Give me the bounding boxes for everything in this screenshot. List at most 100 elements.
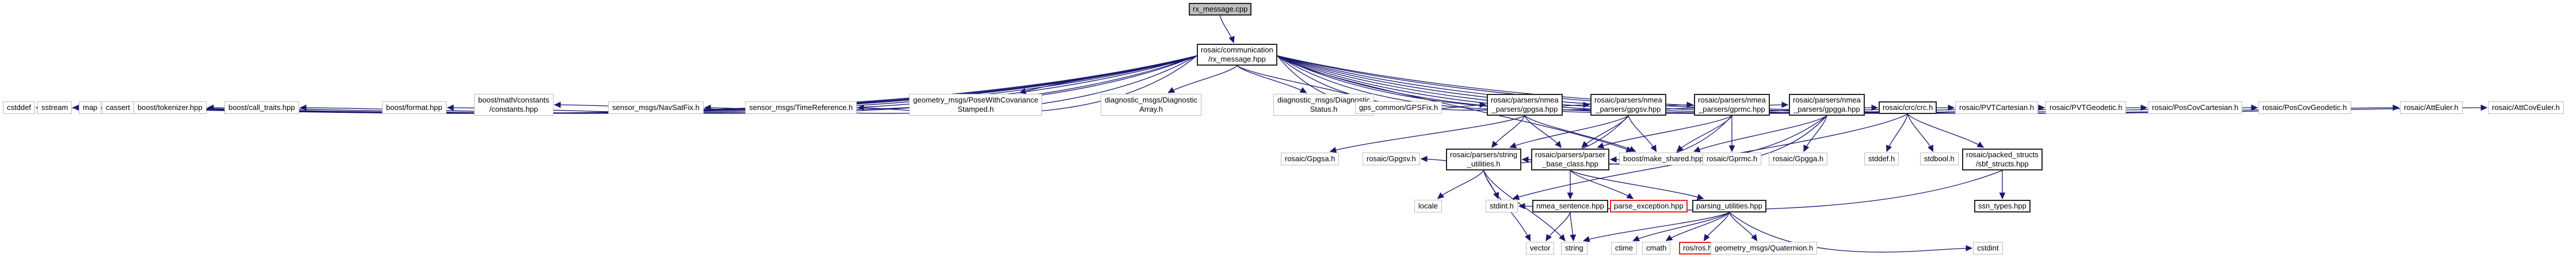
node-label-line: geometry_msgs/PoseWithCovariance (913, 96, 1039, 104)
node-label-line: rosaic/parsers/string (1450, 150, 1518, 159)
node-label-line: rosaic/Gpgga.h (1773, 154, 1824, 163)
graph-node-gpsfix[interactable]: gps_common/GPSFix.h (1355, 101, 1442, 114)
include-edge-rx_hpp-to-diag_status (1237, 65, 1307, 93)
node-label-line: cstddef (7, 103, 31, 112)
node-label-line: /constants.hpp (489, 104, 539, 113)
include-edge-parsing-to-rosros (1703, 212, 1730, 242)
node-label-line: rosaic/PosCovGeodetic.h (2262, 103, 2347, 112)
node-label-line: sensor_msgs/TimeReference.h (749, 103, 853, 112)
include-edge-parser_base-to-parse_exc (1570, 170, 1634, 199)
node-label-line: boost/call_traits.hpp (228, 103, 295, 112)
node-label-line: _parsers/gpgga.hpp (1793, 104, 1860, 113)
graph-node-stddef_h[interactable]: stddef.h (1864, 153, 1899, 165)
include-edge-gpgsv_p-to-string_util (1509, 115, 1629, 149)
graph-node-rosros[interactable]: ros/ros.h (1679, 242, 1716, 255)
graph-node-call_traits[interactable]: boost/call_traits.hpp (224, 101, 299, 114)
include-edge-crc-to-sbf (1907, 113, 1985, 148)
graph-node-gpgsv_p[interactable]: rosaic/parsers/nmea_parsers/gpgsv.hpp (1590, 94, 1666, 116)
node-label-line: cmath (1646, 244, 1667, 252)
graph-node-gpgsv_m[interactable]: rosaic/Gpgsv.h (1363, 153, 1420, 165)
graph-node-cmath[interactable]: cmath (1642, 242, 1671, 255)
graph-node-nmea[interactable]: nmea_sentence.hpp (1532, 200, 1608, 212)
node-label-line: nmea_sentence.hpp (1536, 202, 1604, 210)
include-edge-parsing-to-cstdint (1729, 212, 1973, 253)
graph-node-ssn[interactable]: ssn_types.hpp (1974, 200, 2031, 212)
include-edge-gpgga_p-to-make_shared (1693, 115, 1827, 153)
graph-node-parse_exc[interactable]: parse_exception.hpp (1610, 200, 1688, 212)
graph-node-sstream[interactable]: sstream (37, 101, 72, 114)
node-label-line: rosaic/communication (1201, 45, 1273, 54)
graph-node-rx_cpp[interactable]: rx_message.cpp (1189, 3, 1252, 16)
graph-node-atteuler[interactable]: rosaic/AttEuler.h (2400, 101, 2463, 114)
graph-node-gprmc_p[interactable]: rosaic/parsers/nmea_parsers/gprmc.hpp (1694, 94, 1770, 116)
node-label-line: boost/format.hpp (386, 103, 442, 112)
node-label-line: ros/ros.h (1683, 244, 1712, 252)
graph-node-gpgga_m[interactable]: rosaic/Gpgga.h (1769, 153, 1828, 165)
node-label-line: boost/math/constants (478, 96, 549, 104)
graph-node-map[interactable]: map (79, 101, 102, 114)
graph-node-parser_base[interactable]: rosaic/parsers/parser_base_class.hpp (1531, 149, 1610, 170)
graph-node-pvtcart[interactable]: rosaic/PVTCartesian.h (1955, 101, 2039, 114)
include-edge-nmea-to-vector (1545, 212, 1571, 242)
include-edge-gpgsv_p-to-parser_base (1581, 115, 1629, 148)
graph-node-crc[interactable]: rosaic/crc/crc.h (1879, 101, 1937, 114)
node-label-line: _parsers/gprmc.hpp (1699, 104, 1765, 113)
graph-node-navsatfix[interactable]: sensor_msgs/NavSatFix.h (608, 101, 704, 114)
graph-node-poscovcart[interactable]: rosaic/PosCovCartesian.h (2148, 101, 2243, 114)
graph-node-vector[interactable]: vector (1526, 242, 1555, 255)
node-label-line: geometry_msgs/Quaternion.h (1715, 244, 1814, 252)
node-label-line: rosaic/PVTGeodetic.h (2050, 103, 2123, 112)
graph-node-locale[interactable]: locale (1414, 200, 1442, 212)
graph-node-gprmc_m[interactable]: rosaic/Gprmc.h (1703, 153, 1762, 165)
graph-node-make_shared[interactable]: boost/make_shared.hpp (1619, 153, 1708, 165)
graph-node-cassert[interactable]: cassert (102, 101, 134, 114)
include-edge-rx_hpp-to-diag_array (1167, 65, 1238, 93)
graph-node-gpgga_p[interactable]: rosaic/parsers/nmea_parsers/gpgga.hpp (1789, 94, 1865, 116)
include-edge-rx_hpp-to-posecov (1019, 55, 1197, 94)
node-label-line: gps_common/GPSFix.h (1359, 103, 1438, 112)
node-label-line: string (1565, 244, 1583, 252)
node-label-line: rosaic/parsers/nmea (1698, 96, 1766, 104)
include-edge-gprmc_p-to-make_shared (1676, 115, 1732, 152)
include-edge-gpgga_p-to-gpgga_m (1803, 115, 1827, 153)
graph-node-attcoveuler[interactable]: rosaic/AttCovEuler.h (2488, 101, 2564, 114)
include-edge-gpgsa_p-to-make_shared (1524, 115, 1636, 152)
graph-node-string[interactable]: string (1561, 242, 1587, 255)
graph-node-ctime[interactable]: ctime (1611, 242, 1638, 255)
graph-node-cstddef[interactable]: cstddef (3, 101, 35, 114)
graph-node-parsing[interactable]: parsing_utilities.hpp (1692, 200, 1766, 212)
node-label-line: cassert (106, 103, 130, 112)
node-label-line: /rx_message.hpp (1208, 54, 1266, 63)
graph-node-cstdint[interactable]: cstdint (1973, 242, 2003, 255)
graph-node-stdint_h[interactable]: stdint.h (1486, 200, 1518, 212)
include-edge-gpgsv_p-to-make_shared (1628, 115, 1657, 153)
graph-node-poscovgeo[interactable]: rosaic/PosCovGeodetic.h (2258, 101, 2351, 114)
graph-node-tokenizer[interactable]: boost/tokenizer.hpp (133, 101, 207, 114)
include-edge-gpgsa_p-to-parser_base (1524, 115, 1562, 148)
node-label-line: rosaic/Gpgsv.h (1367, 154, 1416, 163)
graph-node-gpgsa_m[interactable]: rosaic/Gpgsa.h (1281, 153, 1339, 165)
graph-node-stdbool_h[interactable]: stdbool.h (1920, 153, 1959, 165)
include-edge-crc-to-stddef_h (1886, 113, 1909, 153)
node-label-line: rosaic/AttEuler.h (2404, 103, 2459, 112)
graph-node-gpgsa_p[interactable]: rosaic/parsers/nmea_parsers/gpgsa.hpp (1487, 94, 1563, 116)
graph-node-rx_hpp[interactable]: rosaic/communication/rx_message.hpp (1197, 44, 1277, 66)
graph-node-mathconst[interactable]: boost/math/constants/constants.hpp (474, 94, 554, 116)
node-label-line: locale (1418, 202, 1438, 210)
node-label-line: rosaic/parsers/nmea (1594, 96, 1662, 104)
node-label-line: rosaic/crc/crc.h (1883, 103, 1933, 112)
node-label-line: boost/make_shared.hpp (1623, 154, 1704, 163)
graph-node-pvtgeo[interactable]: rosaic/PVTGeodetic.h (2045, 101, 2127, 114)
graph-node-quat[interactable]: geometry_msgs/Quaternion.h (1711, 242, 1818, 255)
graph-node-string_util[interactable]: rosaic/parsers/string_utilities.h (1446, 149, 1522, 170)
graph-node-sbf[interactable]: rosaic/packed_structs/sbf_structs.hpp (1962, 149, 2043, 170)
node-label-line: rosaic/parsers/nmea (1491, 96, 1559, 104)
graph-node-format[interactable]: boost/format.hpp (382, 101, 446, 114)
node-label-line: vector (1530, 244, 1551, 252)
node-label-line: Array.h (1139, 104, 1163, 113)
graph-node-timeref[interactable]: sensor_msgs/TimeReference.h (745, 101, 857, 114)
node-label-line: stddef.h (1868, 154, 1895, 163)
